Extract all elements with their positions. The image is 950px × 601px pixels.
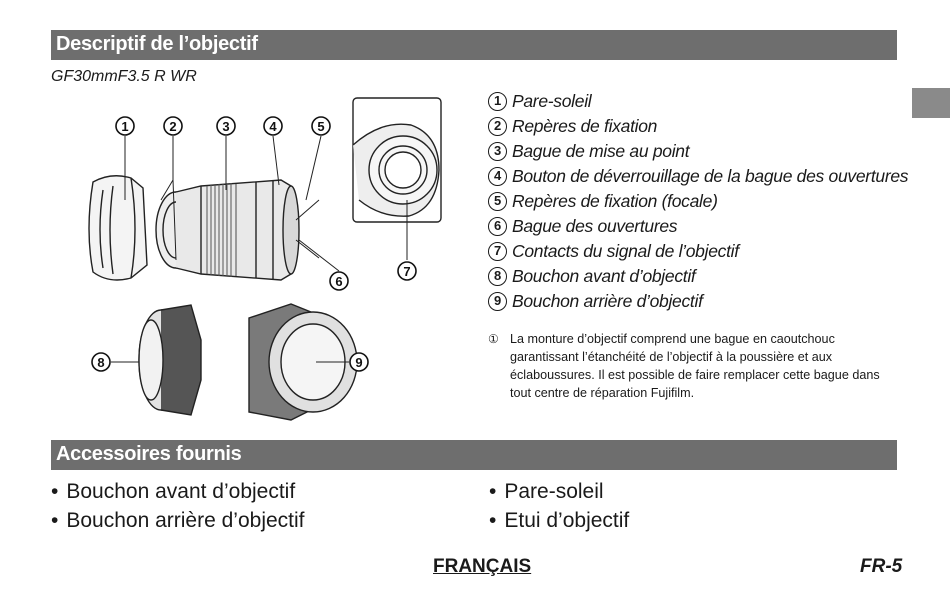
section-header-accessories: Accessoires fournis <box>51 440 897 470</box>
part-label: Bouchon arrière d’objectif <box>512 291 703 311</box>
list-item: Etui d’objectif <box>489 506 629 535</box>
svg-text:6: 6 <box>335 274 342 289</box>
callout-5: 5 <box>311 116 331 136</box>
svg-text:7: 7 <box>403 264 410 279</box>
callout-3: 3 <box>216 116 236 136</box>
callout-9: 9 <box>349 352 369 372</box>
svg-text:9: 9 <box>355 355 362 370</box>
note-block: ① La monture d’objectif comprend une bag… <box>488 330 900 402</box>
list-item: 1 Pare-soleil <box>488 89 908 114</box>
svg-text:3: 3 <box>222 119 229 134</box>
chapter-tab <box>912 88 950 118</box>
list-item: Bouchon avant d’objectif <box>51 477 305 506</box>
part-number: 8 <box>488 267 507 286</box>
callout-2: 2 <box>163 116 183 136</box>
list-item: 3 Bague de mise au point <box>488 139 908 164</box>
part-number: 2 <box>488 117 507 136</box>
callout-8: 8 <box>91 352 111 372</box>
part-number: 1 <box>488 92 507 111</box>
section-title: Descriptif de l’objectif <box>56 33 258 55</box>
list-item: 4 Bouton de déverrouillage de la bague de… <box>488 164 909 189</box>
note-icon: ① <box>488 332 499 346</box>
part-label: Bouton de déverrouillage de la bague des… <box>512 166 909 186</box>
part-number: 5 <box>488 192 507 211</box>
svg-text:8: 8 <box>97 355 104 370</box>
part-label: Bague des ouvertures <box>512 216 678 236</box>
svg-text:1: 1 <box>121 119 128 134</box>
list-item: Pare-soleil <box>489 477 629 506</box>
callout-4: 4 <box>263 116 283 136</box>
section-title: Accessoires fournis <box>56 443 242 465</box>
callout-6: 6 <box>329 271 349 291</box>
svg-text:2: 2 <box>169 119 176 134</box>
part-number: 9 <box>488 292 507 311</box>
svg-text:4: 4 <box>269 119 277 134</box>
note-text: La monture d’objectif comprend une bague… <box>510 332 880 400</box>
list-item: 2 Repères de fixation <box>488 114 908 139</box>
page-number: FR-5 <box>860 556 903 577</box>
list-item: 5 Repères de fixation (focale) <box>488 189 908 214</box>
list-item: 8 Bouchon avant d’objectif <box>488 264 908 289</box>
part-number: 7 <box>488 242 507 261</box>
part-number: 3 <box>488 142 507 161</box>
part-label: Pare-soleil <box>512 91 592 111</box>
lens-diagram: 1 2 3 4 5 6 7 8 9 <box>88 97 442 421</box>
part-label: Contacts du signal de l’objectif <box>512 241 739 261</box>
part-number: 4 <box>488 167 507 186</box>
section-header-lens-description: Descriptif de l’objectif <box>51 30 897 60</box>
lens-model: GF30mmF3.5 R WR <box>51 68 197 85</box>
lens-hood-drawing <box>88 175 148 281</box>
part-number: 6 <box>488 217 507 236</box>
list-item: 9 Bouchon arrière d’objectif <box>488 289 908 314</box>
list-item: Bouchon arrière d’objectif <box>51 506 304 535</box>
callout-1: 1 <box>115 116 135 136</box>
list-item: 6 Bague des ouvertures <box>488 214 908 239</box>
part-label: Repères de fixation <box>512 116 658 136</box>
accessories-list-right: Pare-soleil Etui d’objectif <box>489 477 629 535</box>
part-label: Bague de mise au point <box>512 141 690 161</box>
part-label: Bouchon avant d’objectif <box>512 266 696 286</box>
callout-7: 7 <box>397 261 417 281</box>
accessories-list-left: Bouchon avant d’objectif Bouchon arrière… <box>51 477 305 535</box>
svg-text:5: 5 <box>317 119 324 134</box>
footer-language: FRANÇAIS <box>433 556 532 577</box>
part-label: Repères de fixation (focale) <box>512 191 718 211</box>
list-item: 7 Contacts du signal de l’objectif <box>488 239 908 264</box>
